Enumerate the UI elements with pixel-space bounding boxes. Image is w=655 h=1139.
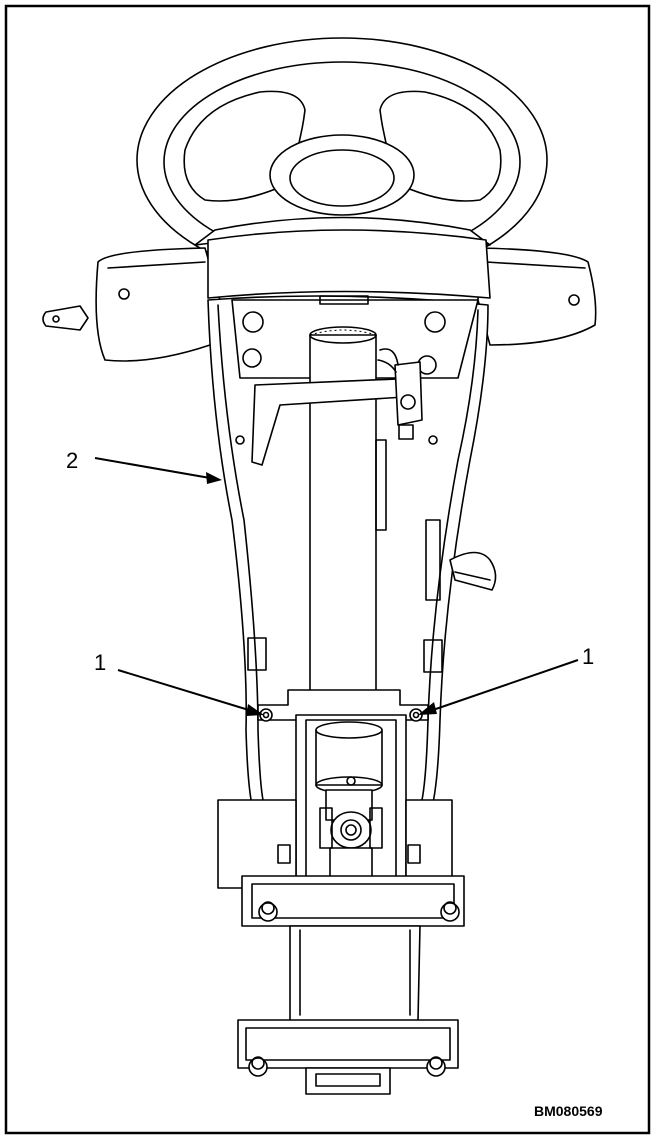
steering-wheel <box>136 37 548 283</box>
lower-mount-plate <box>237 1019 459 1095</box>
column-shaft <box>251 326 441 706</box>
upper-mount-plate <box>217 799 465 927</box>
callout-leaders <box>94 457 579 716</box>
figure-id: BM080569 <box>534 1103 603 1119</box>
callout-1-left-label: 1 <box>94 650 106 675</box>
dash-shroud <box>42 216 597 362</box>
callout-2-label: 2 <box>66 448 78 473</box>
callout-1-right-label: 1 <box>582 644 594 669</box>
figure-border <box>4 4 651 1135</box>
mounting-screw-right <box>409 708 423 722</box>
brake-pedal <box>449 551 497 591</box>
lower-column <box>295 714 407 896</box>
